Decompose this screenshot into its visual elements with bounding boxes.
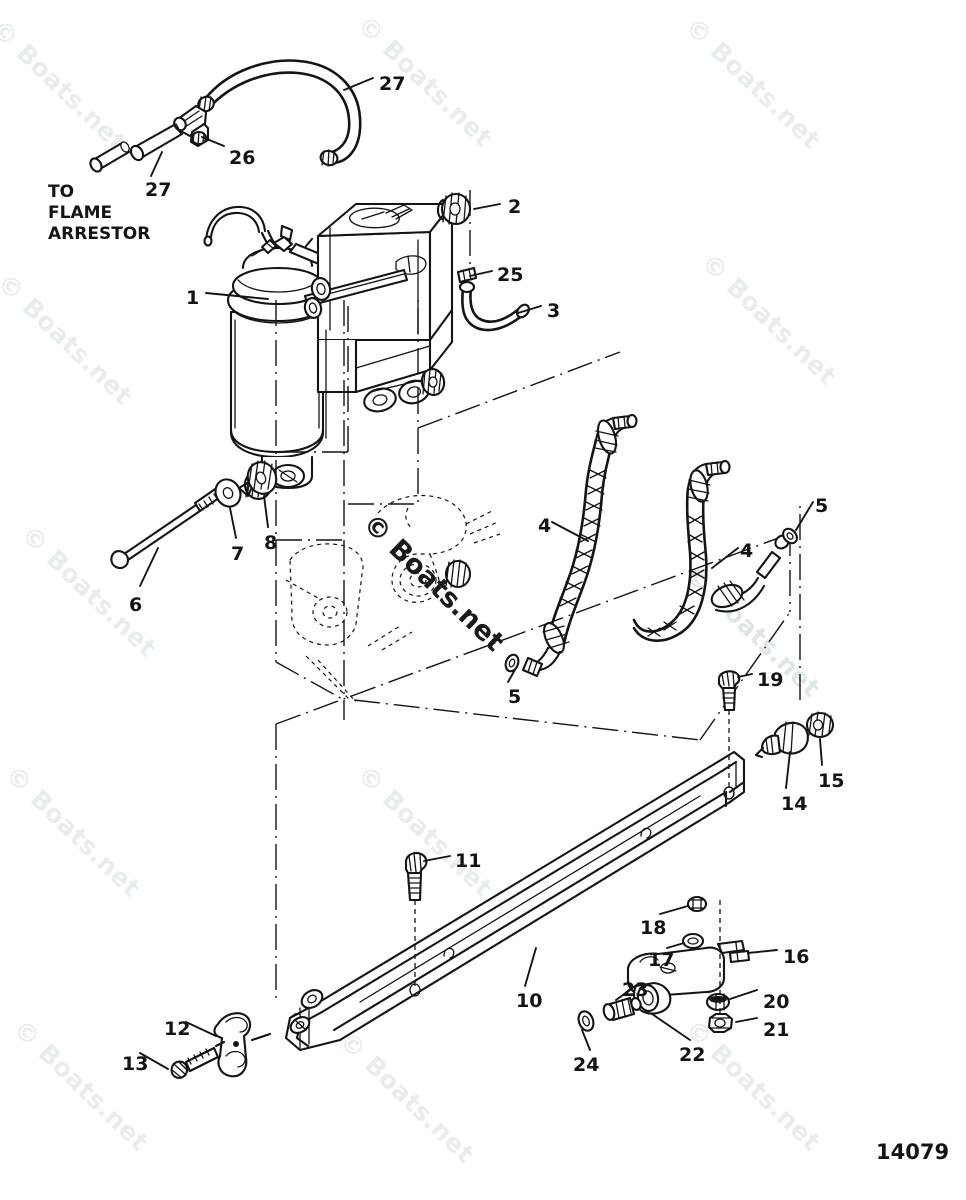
part-14-15-sensor — [754, 711, 835, 759]
callout-hose-clamp[interactable]: 25 — [497, 264, 524, 286]
part-10-fuel-rail — [284, 750, 746, 1052]
callout-nut-regulator[interactable]: 18 — [640, 917, 667, 939]
part-11-screw — [404, 851, 428, 997]
callout-cap-plug[interactable]: 2 — [508, 196, 522, 218]
callout-o-ring-end[interactable]: 24 — [573, 1054, 600, 1076]
callout-washer-regulator[interactable]: 20 — [763, 991, 790, 1013]
regulator-cluster — [577, 895, 751, 1034]
callout-regulator-bracket[interactable]: 16 — [783, 946, 810, 968]
part-2-cap-plug — [436, 192, 472, 226]
part-25-3-hose-clamp — [456, 266, 530, 332]
callout-nut-lower[interactable]: 21 — [763, 1019, 790, 1041]
hose-27-end — [89, 141, 131, 173]
callout-screw-sensor[interactable]: 19 — [757, 669, 784, 691]
fuel-pump-assembly-1 — [203, 202, 454, 501]
callout-long-bolt[interactable]: 6 — [129, 594, 143, 616]
grommet-right — [420, 368, 446, 396]
fuel-hose-right-4 — [632, 459, 798, 642]
hose-27-mid — [129, 123, 184, 162]
flame-arrestor-note: TO FLAME ARRESTOR — [48, 182, 151, 244]
callout-screw-rail[interactable]: 11 — [455, 850, 482, 872]
drawing-number: 14079 — [876, 1140, 950, 1164]
callout-hose-lower[interactable]: 27 — [145, 179, 172, 201]
callout-o-ring-lower-left[interactable]: 5 — [508, 686, 522, 708]
part-12-13-retainer — [170, 1012, 272, 1079]
callout-retainer-clip[interactable]: 12 — [164, 1018, 191, 1040]
callout-o-ring-regulator[interactable]: 17 — [648, 949, 675, 971]
callout-fuel-pump-assembly[interactable]: 1 — [186, 287, 200, 309]
callout-fitting-body[interactable]: 22 — [679, 1044, 706, 1066]
callout-washer[interactable]: 7 — [231, 543, 245, 565]
callout-plug-bolt[interactable]: 15 — [818, 770, 845, 792]
callout-sensor-fitting[interactable]: 14 — [781, 793, 808, 815]
callout-grommet[interactable]: 8 — [264, 532, 278, 554]
callout-o-ring-fitting[interactable]: 23 — [622, 979, 649, 1001]
callout-fuel-rail-channel[interactable]: 10 — [516, 990, 543, 1012]
ghost-mount-bracket — [285, 494, 501, 703]
callout-tee-connector[interactable]: 26 — [229, 147, 256, 169]
phantom-engine-outline — [275, 190, 801, 1002]
part-6-7-8-fasteners — [110, 460, 278, 570]
callout-o-ring-upper-right[interactable]: 5 — [815, 495, 829, 517]
callout-fuel-hose-left[interactable]: 4 — [538, 515, 552, 537]
callout-hose-upper[interactable]: 27 — [379, 73, 406, 95]
fuel-hose-left-4 — [504, 413, 638, 678]
callout-fuel-hose-right[interactable]: 4 — [740, 540, 754, 562]
callout-vent-hose[interactable]: 3 — [547, 300, 561, 322]
callout-screw-retainer[interactable]: 13 — [122, 1053, 149, 1075]
